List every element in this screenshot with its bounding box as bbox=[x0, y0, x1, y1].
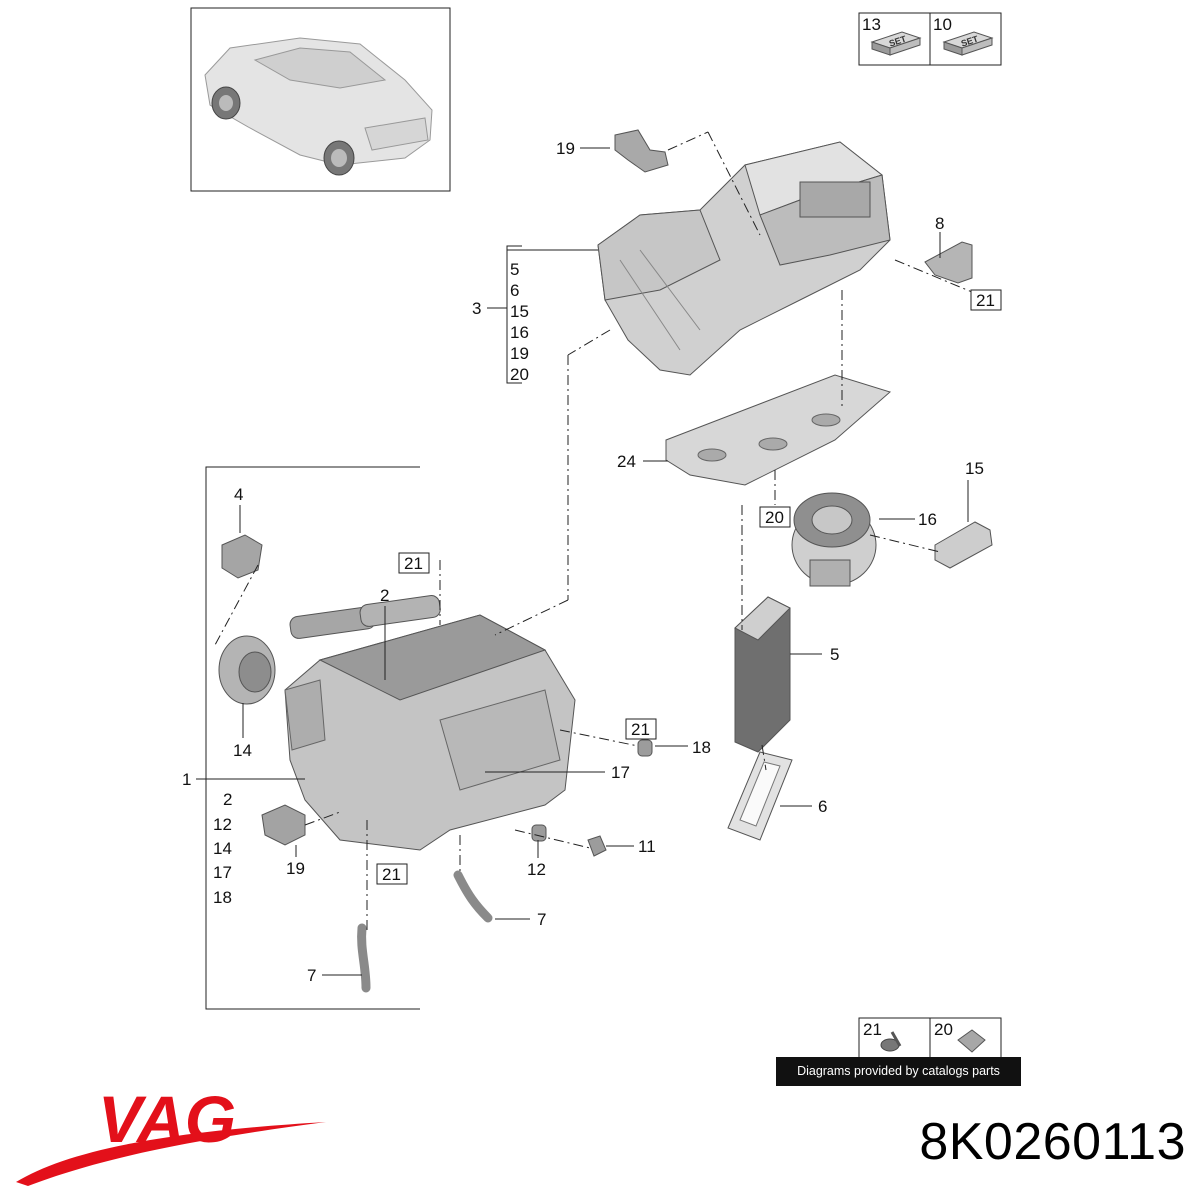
drain-hoses bbox=[357, 870, 493, 993]
callout-21: 21 bbox=[631, 720, 650, 739]
set-box-number: 10 bbox=[933, 15, 952, 34]
hardware-number: 20 bbox=[934, 1020, 953, 1039]
heater-ac-unit bbox=[284, 595, 576, 851]
servo-motor-round bbox=[218, 635, 276, 705]
blower-resistor bbox=[934, 521, 993, 569]
callout-12: 12 bbox=[527, 860, 546, 879]
cabin-air-filter bbox=[734, 596, 791, 753]
callout-24: 24 bbox=[617, 452, 636, 471]
group-bracket-1 bbox=[196, 466, 420, 1010]
blower-motor bbox=[791, 492, 877, 587]
callout-21: 21 bbox=[404, 554, 423, 573]
callout-4: 4 bbox=[234, 485, 243, 504]
callout-box bbox=[398, 552, 430, 574]
group-1-item: 12 bbox=[213, 815, 232, 834]
set-kit-icon: SET bbox=[942, 31, 994, 56]
callout-15: 15 bbox=[965, 459, 984, 478]
callout-box bbox=[625, 718, 657, 740]
group-1-item: 17 bbox=[213, 863, 232, 882]
watermark-banner: Diagrams provided by catalogs parts bbox=[776, 1057, 1021, 1086]
callout-16: 16 bbox=[918, 510, 937, 529]
servo-motor-low bbox=[261, 804, 306, 846]
callout-5: 5 bbox=[830, 645, 839, 664]
cover-plate bbox=[665, 374, 892, 486]
callout-2: 2 bbox=[380, 586, 389, 605]
callout-19: 19 bbox=[286, 859, 305, 878]
filter-seal-frame bbox=[727, 751, 793, 841]
callout-box bbox=[376, 863, 408, 885]
callout-20: 20 bbox=[765, 508, 784, 527]
group-3-item: 16 bbox=[510, 323, 529, 342]
callout-box bbox=[759, 506, 791, 528]
group-3-item: 6 bbox=[510, 281, 519, 300]
group-1-item: 18 bbox=[213, 888, 232, 907]
vehicle-thumbnail bbox=[190, 7, 451, 192]
group-3-item: 20 bbox=[510, 365, 529, 384]
clip-icon bbox=[957, 1029, 986, 1053]
group-1-item: 14 bbox=[213, 839, 232, 858]
callout-19: 19 bbox=[556, 139, 575, 158]
callout-14: 14 bbox=[233, 741, 252, 760]
set-box-number: 13 bbox=[862, 15, 881, 34]
group-3-item: 5 bbox=[510, 260, 519, 279]
callout-7: 7 bbox=[307, 966, 316, 985]
bracket bbox=[924, 241, 973, 284]
brand-logo: VAG bbox=[16, 1082, 326, 1186]
actuator-motor bbox=[221, 534, 263, 579]
set-kit-icon: SET bbox=[870, 31, 922, 56]
group-3-item: 19 bbox=[510, 344, 529, 363]
upper-air-distribution-housing bbox=[597, 141, 891, 376]
callout-21: 21 bbox=[976, 291, 995, 310]
callout-18: 18 bbox=[692, 738, 711, 757]
part-number: 8K0260113 bbox=[919, 1113, 1186, 1171]
callout-7: 7 bbox=[537, 910, 546, 929]
callout-1: 1 bbox=[182, 770, 191, 789]
screw-icon bbox=[880, 1031, 902, 1052]
callout-21: 21 bbox=[382, 865, 401, 884]
group-1-item: 2 bbox=[223, 790, 232, 809]
callout-labels: 19 8 21 3 5 6 15 16 19 20 24 15 20 16 4 … bbox=[182, 139, 1002, 985]
callout-11: 11 bbox=[638, 837, 656, 856]
callout-17: 17 bbox=[611, 763, 630, 782]
callout-box bbox=[970, 289, 1002, 311]
callout-6: 6 bbox=[818, 797, 827, 816]
callout-3: 3 bbox=[472, 299, 481, 318]
servo-motor-top bbox=[614, 129, 669, 173]
leader-lines bbox=[214, 131, 973, 976]
set-boxes: 13 SET 10 SET bbox=[858, 12, 1002, 66]
group-bracket-3 bbox=[487, 245, 598, 384]
callout-8: 8 bbox=[935, 214, 944, 233]
brand-name: VAG bbox=[98, 1082, 236, 1156]
hardware-number: 21 bbox=[863, 1020, 882, 1039]
group-3-item: 15 bbox=[510, 302, 529, 321]
